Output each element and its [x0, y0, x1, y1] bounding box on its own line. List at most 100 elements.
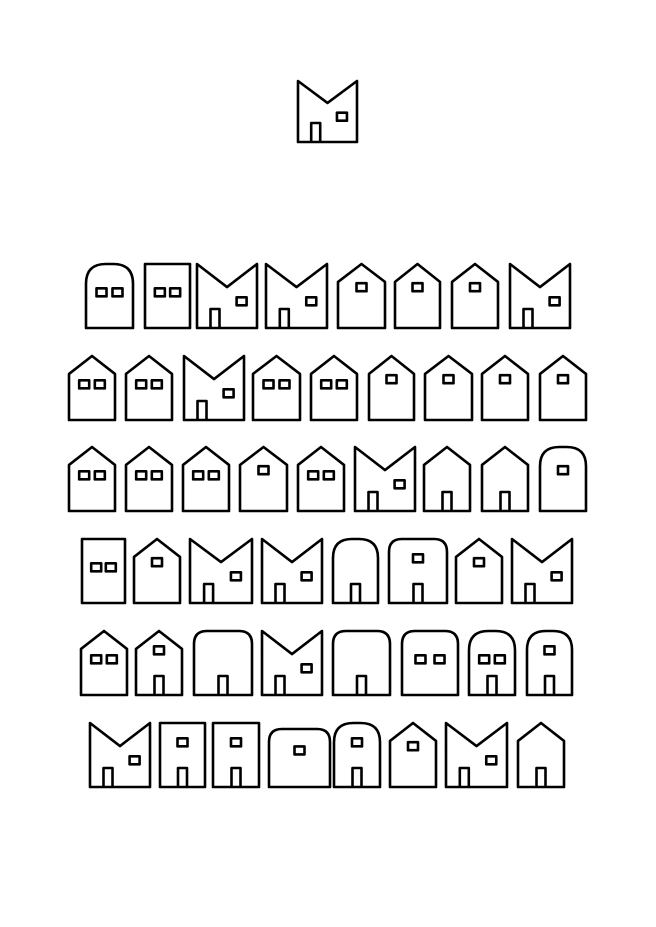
- window: [442, 373, 455, 385]
- house-outline: [182, 354, 246, 422]
- featured-house: [296, 79, 359, 144]
- house: [331, 629, 392, 697]
- window: [150, 556, 164, 568]
- house: [80, 537, 127, 605]
- window: [385, 373, 398, 385]
- house-outline: [132, 537, 182, 605]
- window: [278, 379, 291, 390]
- house: [444, 721, 509, 789]
- house: [525, 629, 574, 697]
- window: [93, 379, 107, 390]
- house: [367, 354, 416, 422]
- house-outline: [195, 262, 259, 330]
- door: [486, 674, 498, 695]
- house-outline: [480, 354, 530, 422]
- window: [543, 645, 556, 656]
- window: [128, 754, 141, 766]
- house: [124, 445, 174, 513]
- house-outline: [353, 445, 417, 513]
- door: [209, 307, 221, 328]
- house: [84, 262, 135, 330]
- house-outline: [134, 629, 184, 697]
- window: [355, 281, 368, 293]
- house: [400, 629, 460, 697]
- house: [181, 445, 231, 513]
- house-outline: [508, 262, 572, 330]
- house-outline: [158, 721, 207, 789]
- door: [367, 490, 379, 511]
- window: [150, 379, 164, 390]
- house: [134, 629, 184, 697]
- house: [309, 354, 359, 422]
- window: [207, 470, 221, 481]
- window: [152, 645, 166, 656]
- window: [150, 470, 164, 481]
- house-outline: [80, 537, 127, 605]
- window: [306, 470, 320, 481]
- door: [499, 490, 511, 511]
- house-outline: [79, 629, 129, 697]
- house: [450, 262, 500, 330]
- house-outline: [260, 629, 324, 697]
- door: [274, 582, 286, 603]
- house: [267, 727, 332, 789]
- house-outline: [124, 445, 174, 513]
- window: [93, 470, 107, 481]
- door: [274, 674, 286, 695]
- window: [105, 654, 119, 665]
- window: [191, 470, 205, 481]
- door: [355, 674, 368, 695]
- window: [304, 295, 318, 307]
- window: [477, 654, 491, 665]
- window: [433, 654, 446, 665]
- house-outline: [538, 445, 588, 513]
- house-outline: [211, 721, 261, 789]
- door: [153, 674, 165, 695]
- door: [522, 307, 534, 328]
- house: [238, 445, 289, 513]
- house-outline: [88, 721, 152, 789]
- door: [524, 582, 536, 603]
- house-outline: [238, 445, 289, 513]
- house: [454, 537, 504, 605]
- window: [411, 281, 424, 293]
- door: [278, 307, 291, 328]
- house: [538, 354, 588, 422]
- house-outline: [124, 354, 174, 422]
- window: [548, 295, 561, 307]
- door: [412, 582, 424, 603]
- house: [516, 721, 566, 789]
- window: [89, 562, 103, 573]
- window: [257, 464, 270, 476]
- window: [168, 287, 182, 298]
- house-outline: [538, 354, 588, 422]
- window: [104, 562, 118, 573]
- house: [480, 354, 530, 422]
- house: [88, 721, 152, 789]
- window: [556, 373, 570, 385]
- window: [229, 570, 243, 582]
- door: [535, 766, 547, 787]
- window: [300, 570, 313, 582]
- house: [480, 445, 530, 513]
- house-outline: [192, 629, 254, 697]
- house-outline: [264, 262, 329, 330]
- window: [300, 662, 313, 674]
- house: [260, 629, 324, 697]
- door: [543, 674, 556, 695]
- house: [422, 445, 472, 513]
- house-outline: [444, 721, 509, 789]
- window: [134, 379, 148, 390]
- window: [350, 737, 364, 748]
- house-outline: [181, 445, 231, 513]
- window: [550, 570, 563, 582]
- house: [353, 445, 417, 513]
- window: [468, 281, 482, 293]
- window: [77, 470, 91, 481]
- house-outline: [480, 445, 530, 513]
- house-outline: [67, 354, 117, 422]
- house-outline: [393, 262, 442, 330]
- house-outline: [67, 445, 117, 513]
- house: [188, 537, 254, 605]
